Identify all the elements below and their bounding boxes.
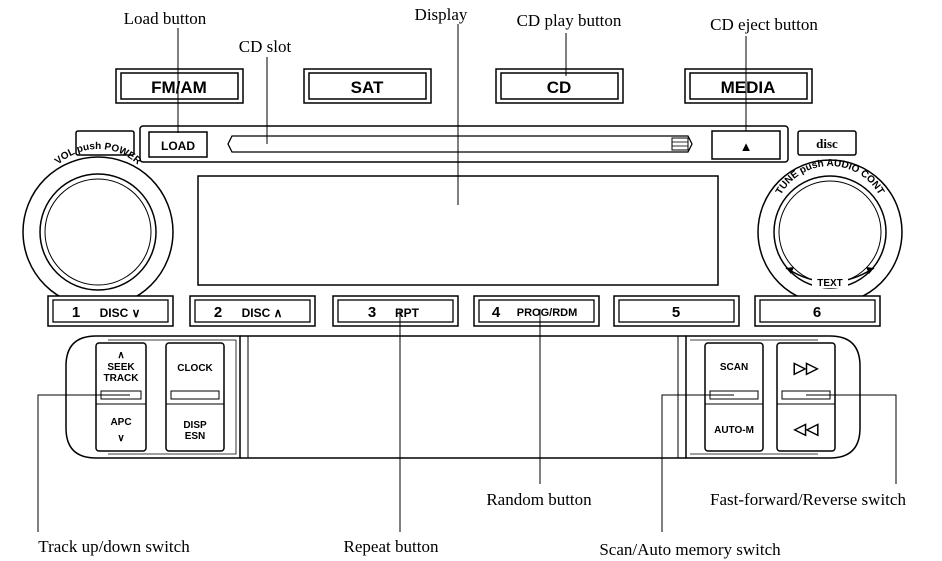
cd-eject-callout: CD eject button (710, 15, 818, 34)
blank-button[interactable] (75, 130, 135, 156)
preset-1-button[interactable]: 1 DISC ∨ (47, 295, 174, 327)
preset-2-number: 2 (214, 304, 222, 321)
scan-auto-memory-switch[interactable]: SCAN AUTO-M (704, 342, 764, 452)
load-label: LOAD (161, 139, 195, 153)
cd-label: CD (547, 78, 572, 97)
leader-lines (37, 24, 897, 532)
random-callout: Random button (486, 490, 592, 509)
preset-4-random-button[interactable]: 4 PROG/RDM (473, 295, 600, 327)
fm-am-button[interactable]: FM/AM (115, 68, 244, 104)
cd-logo: disc (797, 130, 857, 156)
fast-forward-icon: ▷▷ (793, 360, 819, 377)
display-callout: Display (415, 5, 468, 24)
volume-knob[interactable]: VOL push POWER (22, 141, 174, 308)
cd-eject-button[interactable]: ▲ (711, 130, 781, 160)
auto-m-label: AUTO-M (714, 425, 754, 436)
eject-icon: ▲ (740, 139, 753, 154)
tune-text-label: TEXT (817, 278, 843, 289)
preset-6-number: 6 (813, 304, 821, 321)
preset-3-label: RPT (395, 306, 420, 320)
fm-am-label: FM/AM (151, 78, 207, 97)
repeat-callout: Repeat button (344, 537, 439, 556)
preset-2-button[interactable]: 2 DISC ∧ (189, 295, 316, 327)
tune-knob[interactable]: TUNE push AUDIO CONT TEXT (757, 158, 903, 305)
apc-label: APC (110, 417, 131, 428)
load-button-callout: Load button (124, 9, 207, 28)
preset-3-number: 3 (368, 304, 376, 321)
cd-slot (227, 135, 693, 153)
seek-up-chevron-icon: ∧ (117, 350, 124, 361)
track-switch-callout: Track up/down switch (38, 537, 190, 556)
preset-1-label: DISC ∨ (100, 306, 141, 320)
disc-logo-icon: disc (816, 136, 838, 151)
scan-auto-memory-callout: Scan/Auto memory switch (599, 540, 781, 559)
preset-6-button[interactable]: 6 (754, 295, 881, 327)
preset-2-label: DISC ∧ (242, 306, 283, 320)
rewind-icon: ◁◁ (793, 421, 819, 438)
preset-5-number: 5 (672, 304, 680, 321)
preset-1-number: 1 (72, 304, 80, 321)
disp-label: DISP (183, 420, 207, 431)
track-label: TRACK (104, 373, 140, 384)
media-label: MEDIA (721, 78, 776, 97)
cd-play-callout: CD play button (517, 11, 622, 30)
sat-label: SAT (351, 78, 384, 97)
preset-5-button[interactable]: 5 (613, 295, 740, 327)
esn-label: ESN (185, 431, 206, 442)
preset-4-number: 4 (492, 304, 501, 321)
clock-label: CLOCK (177, 363, 213, 374)
fast-forward-reverse-callout: Fast-forward/Reverse switch (710, 490, 906, 509)
media-button[interactable]: MEDIA (684, 68, 813, 104)
preset-3-repeat-button[interactable]: 3 RPT (332, 295, 459, 327)
sat-button[interactable]: SAT (303, 68, 432, 104)
scan-label: SCAN (720, 362, 748, 373)
preset-4-label: PROG/RDM (517, 307, 578, 319)
clock-disp-switch[interactable]: CLOCK DISP ESN (165, 342, 225, 452)
load-button[interactable]: LOAD (148, 131, 208, 158)
cd-button[interactable]: CD (495, 68, 624, 104)
seek-track-switch[interactable]: ∧ SEEK TRACK APC ∨ (95, 342, 147, 452)
seek-down-chevron-icon: ∨ (117, 433, 124, 444)
seek-label: SEEK (107, 362, 135, 373)
fast-forward-reverse-switch[interactable]: ▷▷ ◁◁ (776, 342, 836, 452)
cd-slot-callout: CD slot (239, 37, 292, 56)
